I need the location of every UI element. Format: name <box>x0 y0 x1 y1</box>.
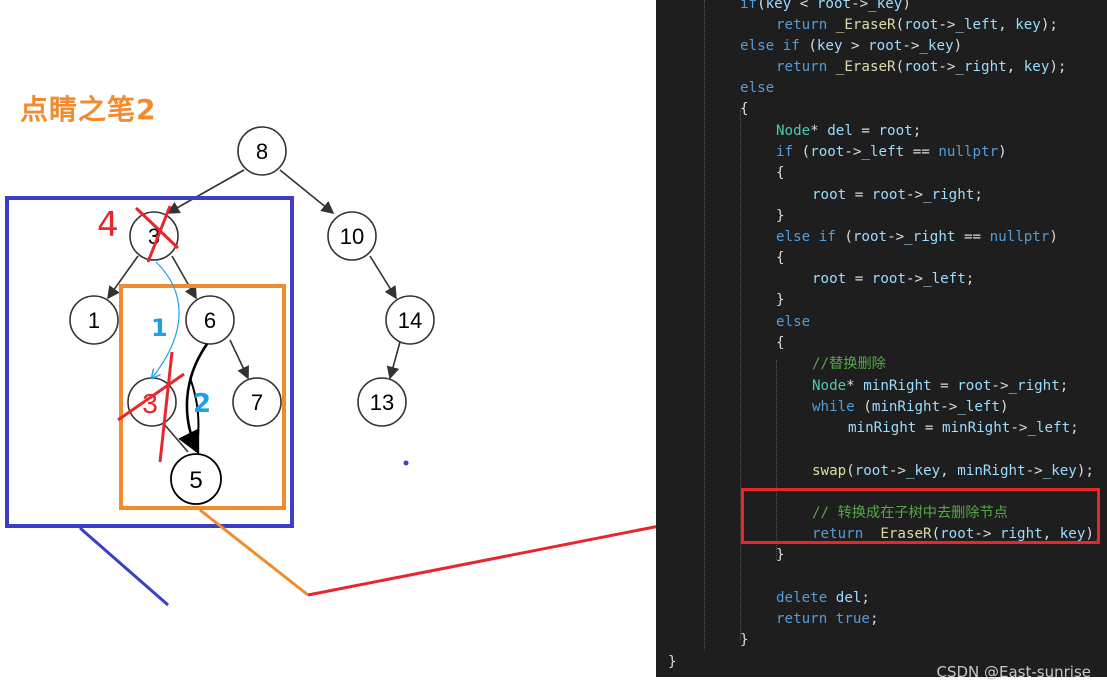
cyan-step-arrow <box>152 261 180 378</box>
code-line: { <box>776 335 785 351</box>
code-line: return _EraseR(root->_right, key); <box>812 526 1103 542</box>
code-line: else <box>776 314 811 330</box>
edge-3-6 <box>171 255 197 300</box>
code-line: while (minRight->_left) <box>812 399 1009 415</box>
edge-3b-5 <box>163 423 189 453</box>
black-step-arrow <box>178 343 209 455</box>
edge-10-14 <box>369 255 397 300</box>
watermark: CSDN @East-sunrise <box>936 663 1091 681</box>
svg-text:1: 1 <box>88 308 100 333</box>
code-line: { <box>776 165 785 181</box>
code-line: return _EraseR(root->_right, key); <box>776 59 1067 75</box>
svg-text:10: 10 <box>340 224 364 249</box>
node-14: 14 <box>385 295 435 345</box>
red-connector <box>307 525 656 597</box>
edge-8-3 <box>166 169 245 214</box>
edge-14-13 <box>386 341 401 380</box>
blue-subtree-box <box>5 196 294 528</box>
page-title: 点睛之笔2 <box>20 93 157 126</box>
strike-node-3b-b <box>158 351 174 463</box>
node-5: 5 <box>170 453 222 505</box>
code-line: return _EraseR(root->_left, key); <box>776 17 1058 33</box>
orange-connector <box>199 508 309 597</box>
node-1: 1 <box>69 295 119 345</box>
node-3: 3 <box>129 211 179 261</box>
code-line: else if (key > root->_key) <box>740 38 963 54</box>
code-line: } <box>668 654 677 670</box>
edge-6-7 <box>229 339 249 380</box>
code-line: { <box>776 250 785 266</box>
edge-8-10 <box>279 169 335 215</box>
svg-text:8: 8 <box>256 139 268 164</box>
code-line: root = root->_left; <box>812 271 975 287</box>
code-line: else <box>740 80 775 96</box>
highlight-box <box>741 488 1100 544</box>
node-10: 10 <box>327 211 377 261</box>
code-line: minRight = minRight->_left; <box>848 420 1079 436</box>
strike-marks <box>117 205 185 463</box>
svg-text:6: 6 <box>204 308 216 333</box>
svg-text:14: 14 <box>398 308 422 333</box>
blue-connector <box>79 526 169 607</box>
step-label-4: 4 <box>97 205 119 245</box>
strike-node-3-a <box>134 206 180 250</box>
code-line: } <box>776 547 785 563</box>
code-line: } <box>776 292 785 308</box>
node-6: 6 <box>185 295 235 345</box>
bst-diagram: 8 3 10 1 6 14 3 7 13 5 1 2 4 <box>5 126 656 607</box>
edge-3-1 <box>107 255 139 300</box>
step-label-2: 2 <box>193 389 211 419</box>
black-step-arrow-2 <box>189 377 200 453</box>
step-label-1: 1 <box>151 314 168 342</box>
code-line: } <box>776 208 785 224</box>
code-line: //替换删除 <box>812 356 886 372</box>
tree-edges <box>107 169 401 453</box>
stray-dot <box>403 460 409 466</box>
indent-guide <box>740 110 741 640</box>
node-8: 8 <box>237 126 287 176</box>
code-line: Node* del = root; <box>776 123 922 139</box>
svg-text:7: 7 <box>251 390 263 415</box>
tree-nodes: 8 3 10 1 6 14 3 7 13 5 <box>69 126 435 505</box>
svg-text:5: 5 <box>189 467 202 494</box>
code-line: root = root->_right; <box>812 187 983 203</box>
code-line: Node* minRight = root->_right; <box>812 378 1069 394</box>
code-line: } <box>740 632 749 648</box>
code-line: swap(root->_key, minRight->_key); <box>812 463 1094 479</box>
node-13: 13 <box>357 377 407 427</box>
code-line: // 转换成在子树中去删除节点 <box>812 505 1008 521</box>
code-line: if (root->_left == nullptr) <box>776 144 1007 160</box>
code-line: else if (root->_right == nullptr) <box>776 229 1058 245</box>
code-line: if(key < root->_key) <box>740 0 911 12</box>
orange-subtree-box <box>119 284 286 510</box>
code-line: delete del; <box>776 590 870 606</box>
node-7: 7 <box>232 377 282 427</box>
code-line: return true; <box>776 611 879 627</box>
indent-guide <box>776 360 777 560</box>
code-editor: if(key < root->_key)return _EraseR(root-… <box>656 0 1107 677</box>
strike-node-3b-a <box>117 372 185 422</box>
code-line: { <box>740 101 749 117</box>
strike-node-3-b <box>146 205 172 263</box>
svg-text:13: 13 <box>370 390 394 415</box>
indent-guide <box>704 0 705 650</box>
